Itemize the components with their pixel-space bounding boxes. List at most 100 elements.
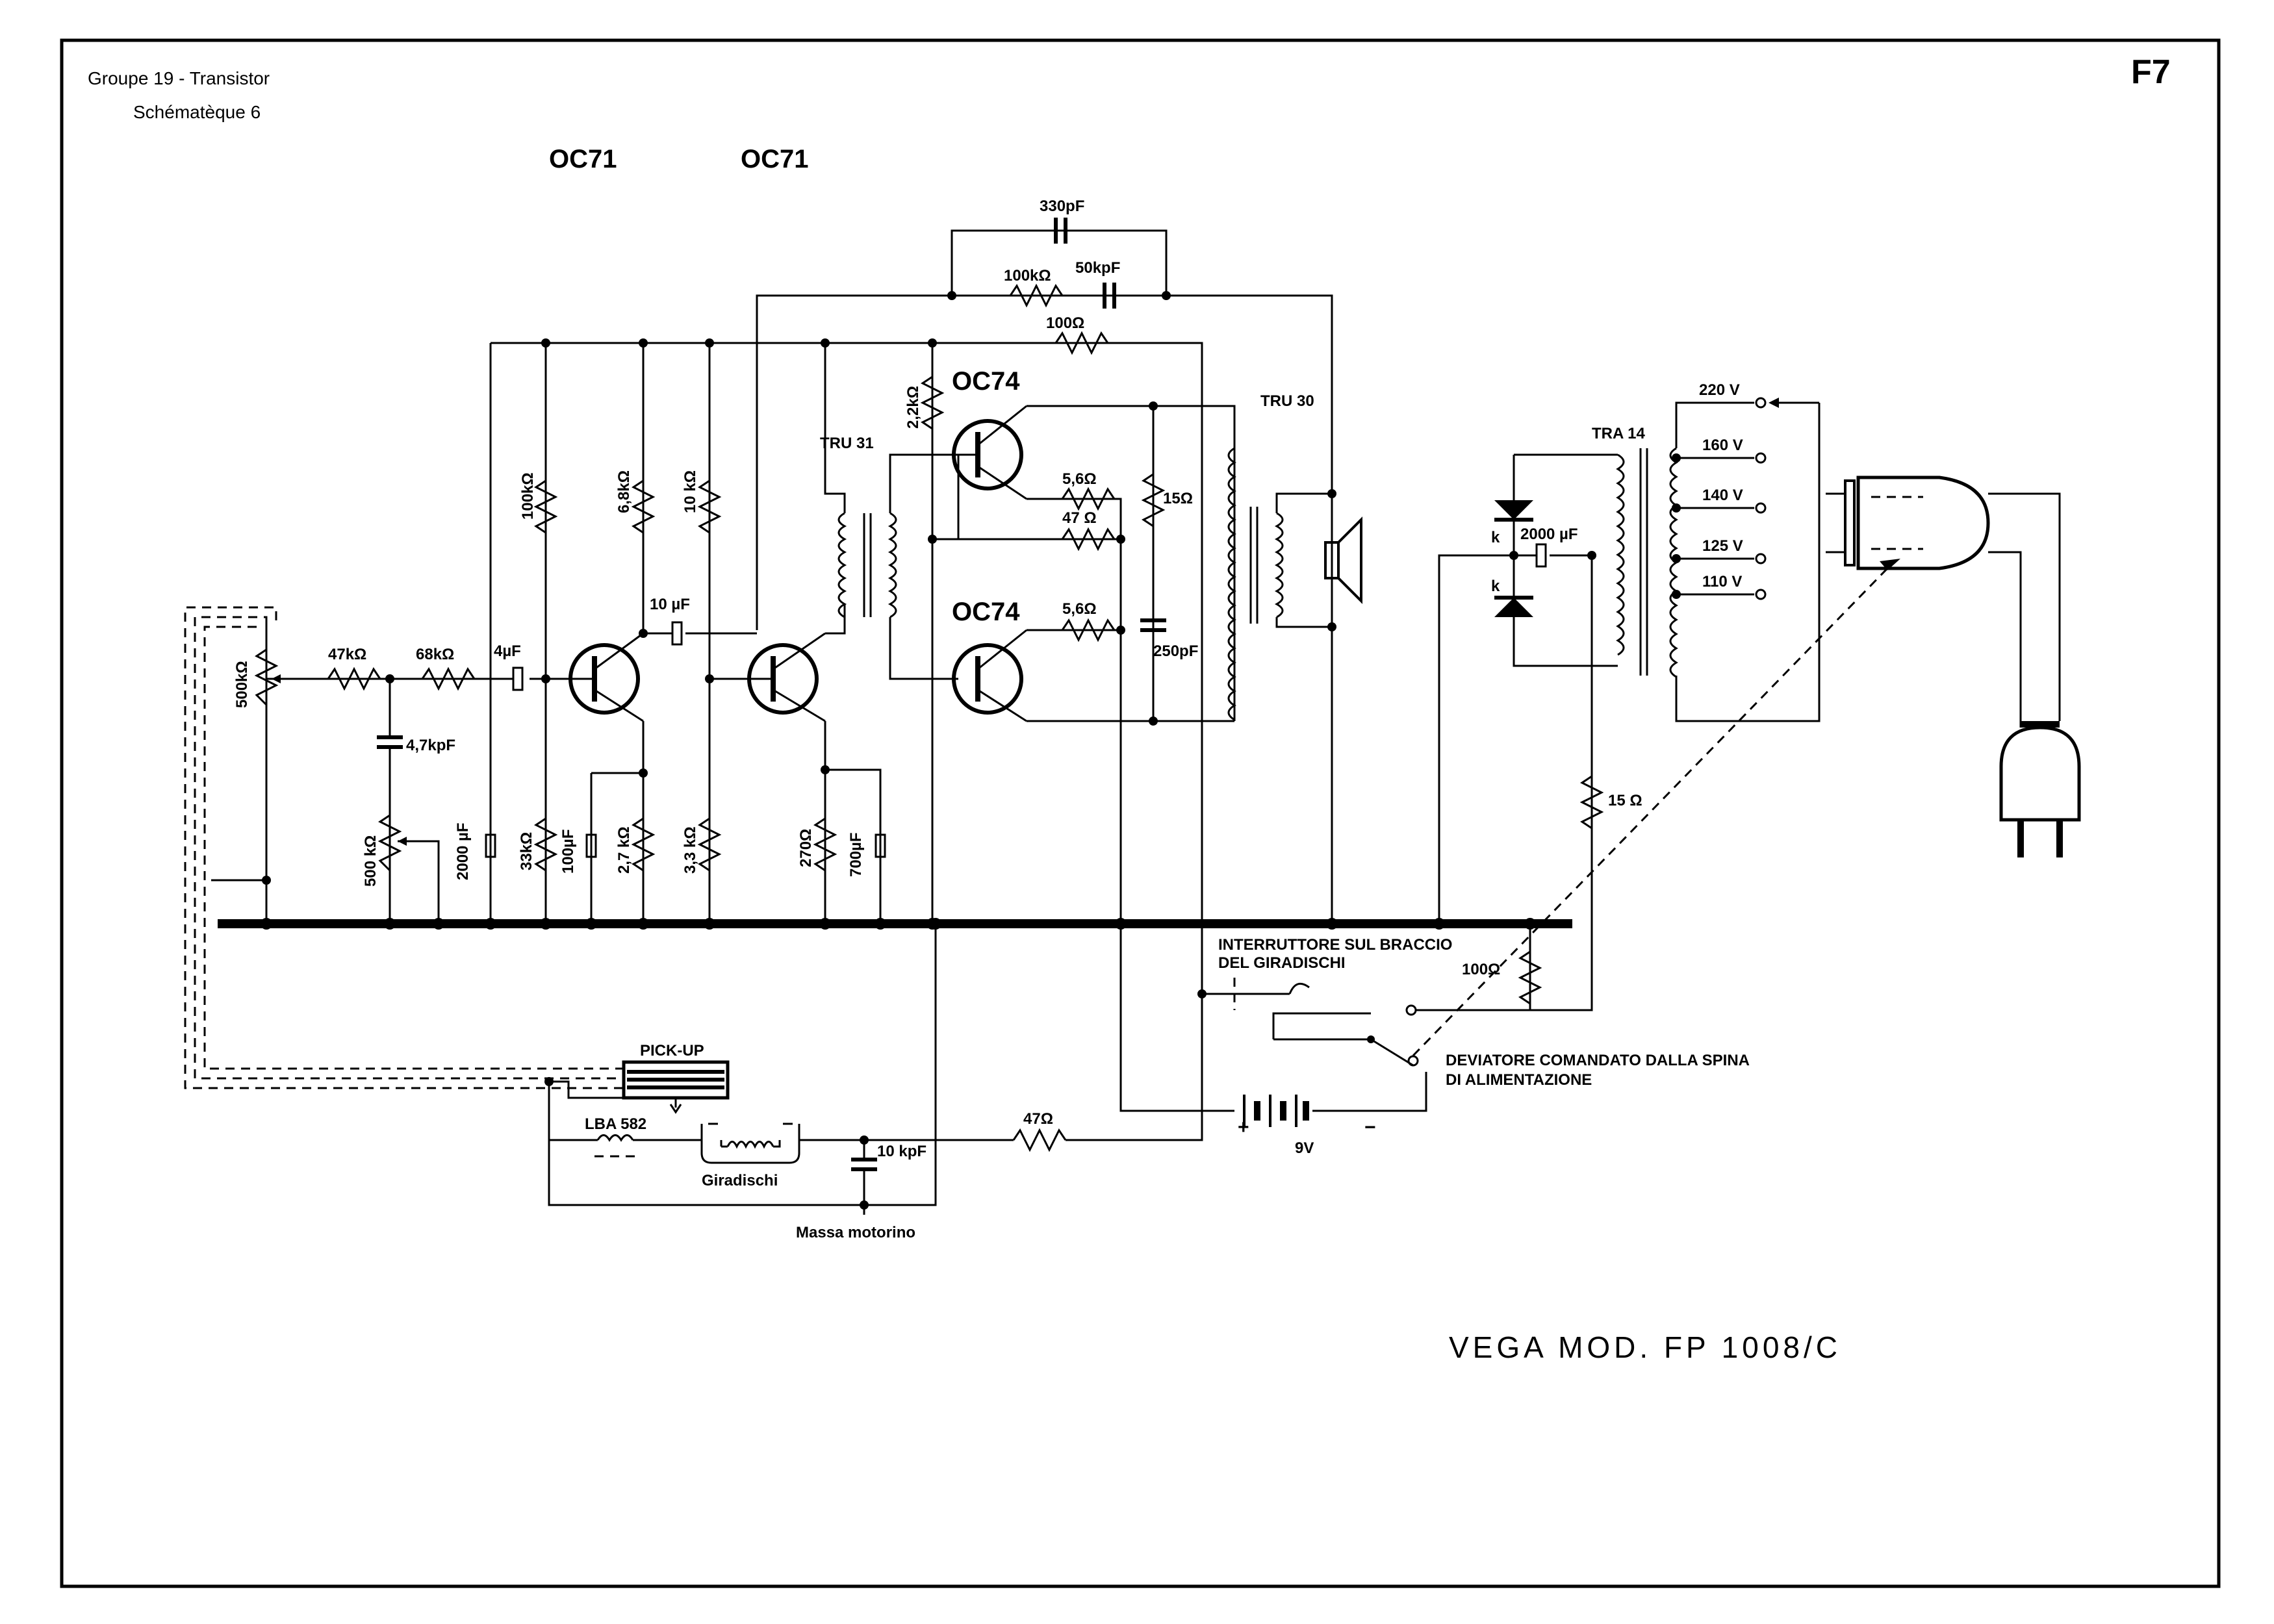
feedback-network-loop [951,229,1168,296]
capacitor-50kpf-label: 50kpF [1075,259,1120,277]
capacitor-10kpf [851,1158,877,1171]
deviator-label-1: DEVIATORE COMANDATO DALLA SPINA [1446,1052,1750,1069]
resistor-15-psu [1579,775,1604,830]
potentiometer-500k-volume-label: 500kΩ [233,661,251,708]
resistor-3-3k-label: 3,3 kΩ [682,826,699,874]
transformer-tra14-label: TRA 14 [1592,425,1645,442]
resistor-270 [813,817,837,872]
capacitor-10uf [671,621,683,646]
q4-type-label: OC74 [952,598,1020,626]
resistor-33k-label: 33kΩ [518,832,535,870]
tap-160v [1676,452,1767,464]
resistor-100k-feedback [1009,283,1064,308]
capacitor-4-7kpf [377,735,403,749]
deviator-contact-a [1405,1004,1417,1016]
psu-frame [1513,453,1618,667]
model-title: VEGA MOD. FP 1008/C [1449,1330,1841,1364]
potentiometer-500k-tone [377,814,440,924]
tap-125v [1676,553,1767,565]
resistor-2-7k [631,817,656,872]
sheet-code: F7 [2131,53,2171,91]
battery-9v [1243,1095,1309,1127]
pickup-label: PICK-UP [640,1042,704,1059]
potentiometer-500k-tone-label: 500 kΩ [362,835,379,887]
mechanical-link [1412,567,1889,1057]
capacitor-10kpf-label: 10 kpF [877,1143,926,1160]
resistor-100-top [1054,331,1109,355]
tap-110v-label: 110 V [1702,573,1742,590]
resistor-2-2k [920,375,945,430]
resistor-100-top-label: 100Ω [1046,314,1084,332]
pickup-cartridge-icon [622,1060,730,1114]
capacitor-2000uf [485,833,496,858]
potentiometer-500k-volume [254,648,286,706]
resistor-100-switch-label: 100Ω [1462,961,1500,978]
resistor-5-6-a-label: 5,6Ω [1062,470,1097,488]
wall-plug-icon [1999,721,2081,857]
deviator-label-2: DI ALIMENTAZIONE [1446,1071,1592,1089]
tap-140v [1676,502,1767,514]
resistor-68k [421,666,476,691]
resistor-68k-label: 68kΩ [416,646,454,663]
q3-type-label: OC74 [952,367,1020,396]
tap-140v-label: 140 V [1702,487,1743,504]
resistor-47-motor-label: 47Ω [1023,1110,1053,1128]
capacitor-250pf [1140,618,1166,632]
turntable-label: Giradischi [702,1172,778,1189]
battery-plus-label: + [1238,1117,1249,1138]
q2-type-label: OC71 [741,145,809,173]
inductor-lba582 [594,1134,702,1158]
transformer-tru30 [1227,447,1284,721]
capacitor-700uf-label: 700µF [847,832,865,877]
resistor-10k [697,479,722,534]
resistor-5-6-a [1061,487,1116,511]
resistor-6-8k [631,479,656,534]
resistor-5-6-b-label: 5,6Ω [1062,600,1097,618]
inductor-lba582-label: LBA 582 [585,1115,646,1133]
resistor-100k-feedback-label: 100kΩ [1004,267,1051,285]
capacitor-10uf-label: 10 µF [650,596,690,613]
resistor-15-psu-label: 15 Ω [1608,792,1642,809]
capacitor-330pf-label: 330pF [1040,197,1084,215]
transformer-tru31-label: TRU 31 [820,435,874,452]
capacitor-4uf [512,666,524,691]
resistor-5-6-b [1061,618,1116,642]
resistor-47-motor [1012,1128,1067,1152]
diode-lower [1494,596,1533,617]
mains-plug-icon [1826,476,2061,728]
transistor-q4 [952,629,1027,722]
diode-upper-label: k [1491,529,1500,546]
resistor-10k-label: 10 kΩ [682,470,699,513]
q1-type-label: OC71 [549,145,617,173]
turntable-motor-icon [700,1123,800,1164]
resistor-100k-label: 100kΩ [519,472,537,520]
transformer-tra14 [1616,447,1678,678]
sheet-border [60,38,2221,1588]
resistor-6-8k-label: 6,8kΩ [615,470,633,513]
arm-switch-label-1: INTERRUTTORE SUL BRACCIO [1218,936,1452,954]
transistor-q1 [568,632,644,722]
arm-switch-label-2: DEL GIRADISCHI [1218,954,1346,972]
arm-switch-contact [1288,982,1310,995]
capacitor-100uf-label: 100µF [559,829,577,874]
diode-upper [1494,500,1533,522]
transformer-tru30-label: TRU 30 [1260,392,1314,410]
diode-lower-label: k [1491,577,1500,595]
tap-220v-label: 220 V [1699,381,1740,399]
motor-ground-label: Massa motorino [796,1224,915,1241]
transistor-q2 [747,632,826,722]
driver-primary-feed [824,343,846,513]
resistor-2-7k-label: 2,7 kΩ [615,826,633,874]
resistor-15-label: 15Ω [1163,490,1193,507]
feedback-rail [756,294,1333,924]
resistor-100-switch [1518,950,1542,1005]
battery-minus-label: − [1364,1117,1376,1138]
resistor-100k [533,479,558,534]
capacitor-4-7kpf-label: 4,7kpF [406,737,455,754]
tap-125v-label: 125 V [1702,537,1743,555]
battery-voltage-label: 9V [1295,1139,1314,1157]
header-series: Schématèque 6 [133,102,261,122]
capacitor-2000uf-label: 2000 µF [454,822,472,880]
deviator-arm [1370,1038,1414,1067]
